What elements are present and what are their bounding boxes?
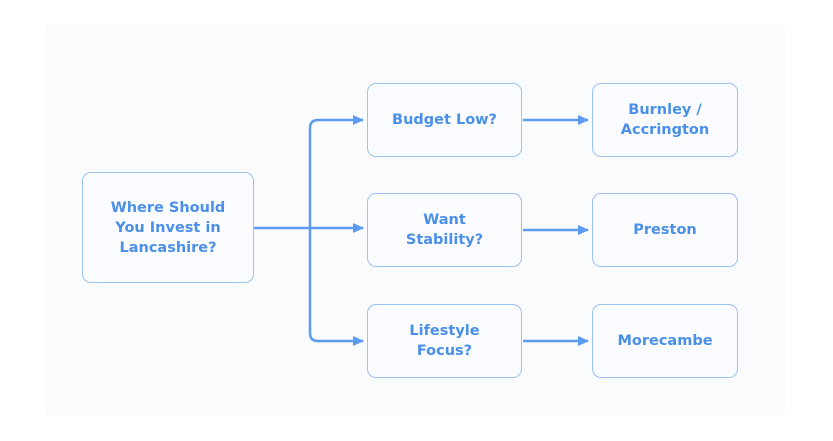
question-node-want-stability: Want Stability? <box>367 193 522 267</box>
answer-node-morecambe: Morecambe <box>592 304 738 378</box>
answer-node-preston: Preston <box>592 193 738 267</box>
answer-node-burnley-accrington: Burnley / Accrington <box>592 83 738 157</box>
branch-spine-line <box>308 118 319 343</box>
question-node-lifestyle-focus: Lifestyle Focus? <box>367 304 522 378</box>
root-question-node: Where Should You Invest in Lancashire? <box>82 172 254 283</box>
question-node-budget-low: Budget Low? <box>367 83 522 157</box>
